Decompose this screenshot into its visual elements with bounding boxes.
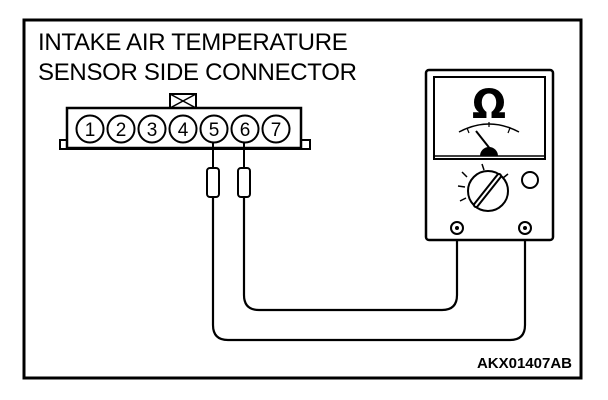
test-lead-pin-6 (242, 197, 459, 312)
range-mark (502, 173, 509, 179)
range-mark (461, 171, 468, 178)
test-lead-pin-5 (211, 197, 527, 342)
connector-pin-6 (230, 114, 260, 144)
meter-terminal-left-core (455, 226, 459, 230)
range-mark (481, 163, 485, 171)
meter-needle (475, 130, 492, 151)
connector-pin-label: 2 (116, 120, 127, 141)
title-line-2: SENSOR SIDE CONNECTOR (38, 59, 357, 86)
connector-pin-label: 1 (85, 120, 96, 141)
ohm-symbol: Ω (472, 82, 506, 128)
connector-pin-1 (75, 114, 105, 144)
connector-pin-label: 3 (147, 120, 158, 141)
connector-pin-4 (168, 114, 198, 144)
meter-scale-tick (507, 127, 511, 134)
connector-pin-5 (199, 114, 229, 144)
figure-code: AKX01407AB (476, 355, 572, 372)
range-mark (459, 197, 467, 202)
meter-needle-pivot (480, 147, 498, 156)
ohmmeter-icon: Ω (424, 68, 555, 242)
title-line-1: INTAKE AIR TEMPERATURE (38, 29, 348, 56)
connector-pin-2 (106, 114, 136, 144)
meter-scale-tick (466, 127, 470, 134)
connector-pin-label: 6 (240, 120, 251, 141)
connector-pin-7 (261, 114, 291, 144)
range-selector-pointer-inner (475, 175, 500, 206)
probe-pin-5 (206, 143, 220, 198)
connector-pin-3 (137, 114, 167, 144)
probe-pin-6 (237, 143, 251, 198)
connector-lock-cross (169, 93, 197, 109)
connector-pin-label: 7 (271, 120, 282, 141)
range-mark (457, 185, 466, 188)
connector-pin-label: 4 (178, 120, 189, 141)
meter-terminal-right-core (523, 226, 527, 230)
diagram-border (22, 18, 583, 380)
ohmmeter-display (433, 76, 546, 160)
connector-pin-label: 5 (209, 120, 220, 141)
zero-adjust-knob (521, 171, 539, 189)
